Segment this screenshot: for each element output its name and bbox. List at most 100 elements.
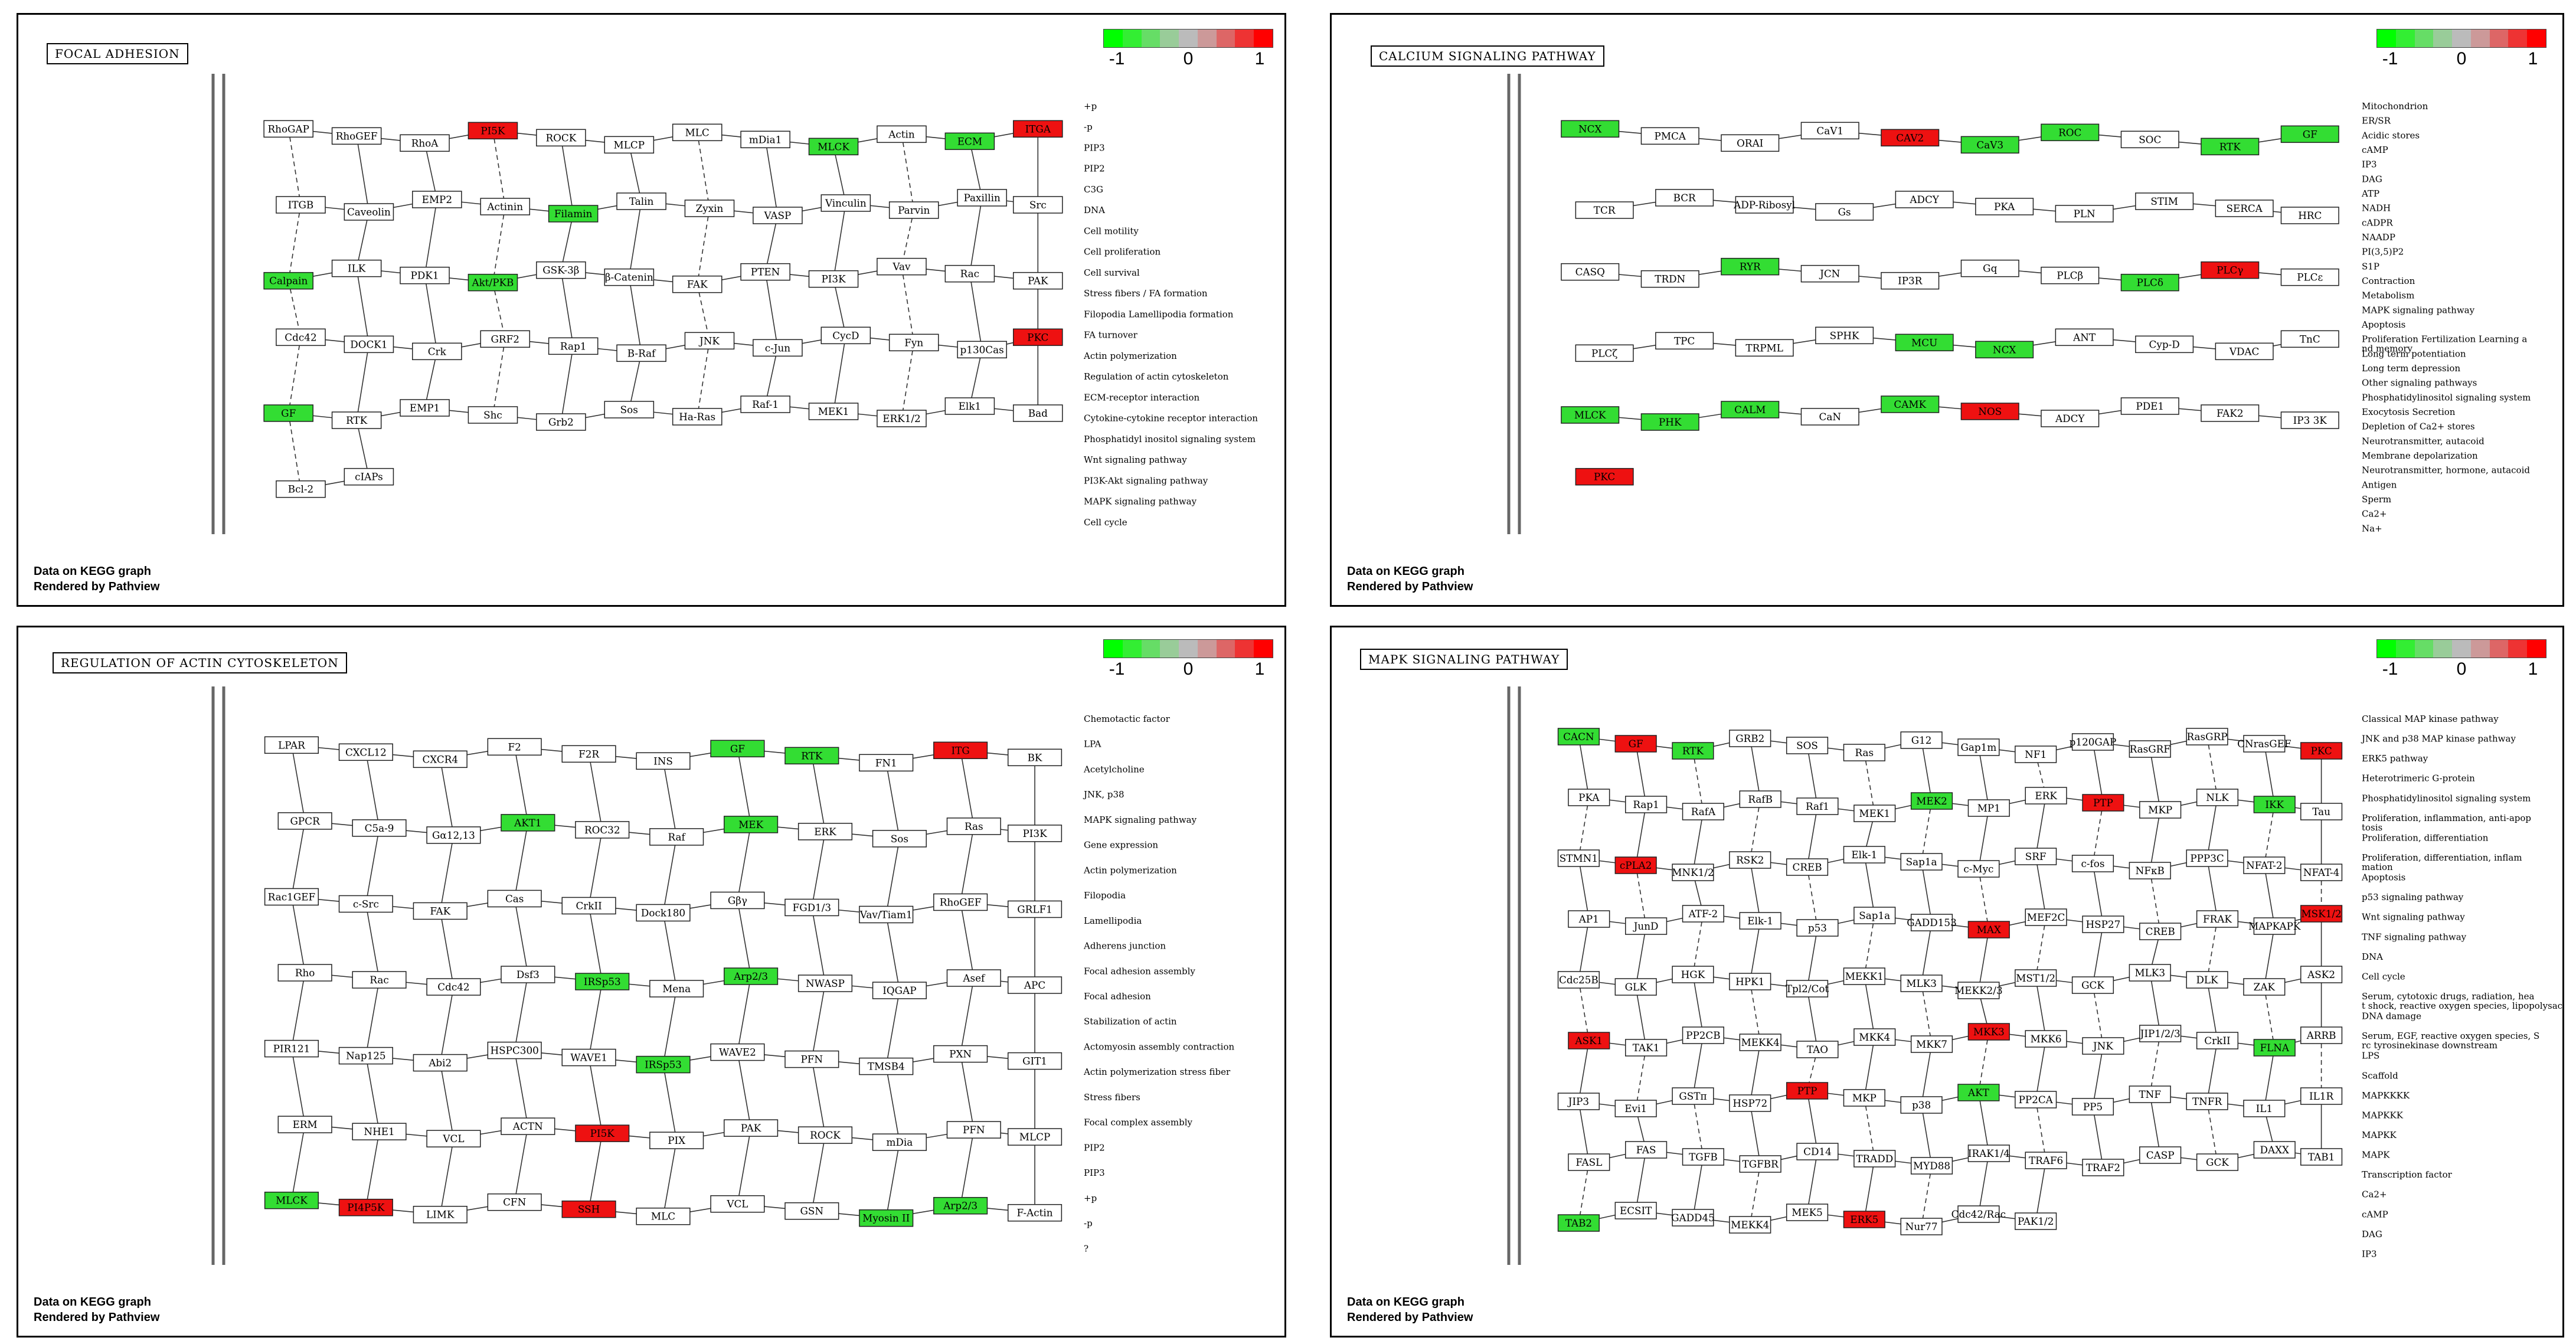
- legend-swatch: [1160, 30, 1179, 47]
- node-trpml: TRPML: [1735, 339, 1794, 357]
- edge-arrow: [2092, 1045, 2104, 1107]
- node-cpla2: cPLA2: [1614, 856, 1657, 874]
- edge-arrow: [811, 983, 826, 1059]
- edge-arrow: [662, 1140, 677, 1217]
- svg-text:Myosin II: Myosin II: [862, 1212, 910, 1224]
- edge-arrow: [439, 835, 455, 911]
- legend-swatch: [2508, 640, 2528, 658]
- svg-text:ERK5: ERK5: [1850, 1214, 1878, 1225]
- svg-text:Grb2: Grb2: [548, 416, 574, 428]
- node-mlc: MLC: [636, 1207, 691, 1225]
- color-legend: -1 0 1: [1103, 29, 1273, 68]
- svg-text:Zyxin: Zyxin: [696, 202, 724, 214]
- edge-arrow: [2206, 1040, 2218, 1102]
- legend-swatch: [1122, 30, 1142, 47]
- edge-arrow: [2149, 1033, 2161, 1095]
- node-jund: JunD: [1625, 917, 1668, 935]
- node-pka: PKA: [1975, 198, 2034, 215]
- color-legend: -1 0 1: [2376, 639, 2546, 679]
- pathway-label: PI3K-Akt signaling pathway: [1084, 475, 1208, 486]
- legend-tick-min: -1: [1109, 659, 1125, 679]
- pathway-label: Phosphatidylinositol signaling system: [2362, 793, 2531, 803]
- node-bcr: BCR: [1655, 189, 1714, 207]
- node-pi5k: PI5K: [575, 1124, 630, 1142]
- edge-arrow: [1749, 859, 1761, 921]
- svg-text:PAK: PAK: [741, 1122, 761, 1134]
- svg-text:p53: p53: [1808, 922, 1827, 934]
- edge-arrow: [424, 351, 438, 408]
- node-pxn: PXN: [933, 1045, 988, 1063]
- node-rtk: RTK: [784, 747, 839, 765]
- svg-text:GLK: GLK: [1625, 981, 1647, 993]
- svg-text:HGK: HGK: [1681, 969, 1705, 980]
- pathway-label: +p: [1084, 1193, 1097, 1204]
- node-ras: Ras: [946, 817, 1001, 835]
- svg-text:GCK: GCK: [2206, 1156, 2229, 1168]
- svg-text:SRF: SRF: [2025, 851, 2047, 862]
- svg-text:HSP27: HSP27: [2085, 918, 2120, 930]
- legend-swatch: [1141, 640, 1160, 658]
- node-ssh: SSH: [561, 1200, 616, 1218]
- node-mkk3: MKK3: [1967, 1023, 2010, 1041]
- pathway-label: FA turnover: [1084, 330, 1138, 341]
- svg-text:Sos: Sos: [891, 833, 908, 845]
- edge-arrow: [1864, 976, 1875, 1038]
- edge-arrow: [356, 420, 370, 477]
- edge-arrow: [356, 211, 370, 269]
- svg-text:B-Raf: B-Raf: [627, 347, 656, 359]
- node-cdc42: Cdc42: [426, 978, 481, 996]
- svg-text:c-Src: c-Src: [353, 898, 379, 910]
- pathway-label: IP3: [2362, 1248, 2377, 1259]
- edge-arrow: [1692, 811, 1704, 873]
- node-pp2cb: PP2CB: [1682, 1026, 1724, 1044]
- node-sphk: SPHK: [1815, 326, 1874, 345]
- node-rac1gef: Rac1GEF: [264, 888, 319, 906]
- node-ptp: PTP: [1786, 1082, 1829, 1100]
- edge-arrow: [2035, 1099, 2047, 1161]
- node-hgk: HGK: [1672, 966, 1714, 983]
- node-mlk3: MLK3: [2129, 964, 2171, 982]
- svg-text:CNrasGEF: CNrasGEF: [2237, 738, 2291, 750]
- edge-arrow: [291, 745, 306, 821]
- node-pp2ca: PP2CA: [2015, 1091, 2057, 1108]
- pathway-label: Cell cycle: [1084, 517, 1127, 528]
- svg-text:FRAK: FRAK: [2203, 913, 2232, 925]
- node-vasp: VASP: [753, 207, 803, 224]
- node-fn1: FN1: [859, 754, 914, 772]
- node-itgb: ITGB: [276, 196, 326, 214]
- pathway-label: Actin polymerization: [1083, 865, 1177, 875]
- edge-arrow: [901, 266, 915, 343]
- svg-text:ERM: ERM: [293, 1119, 318, 1130]
- svg-text:IL1: IL1: [2256, 1103, 2273, 1114]
- svg-text:Talin: Talin: [629, 195, 654, 207]
- svg-text:FN1: FN1: [875, 757, 897, 769]
- pathway-label: MAPKK: [2362, 1130, 2397, 1140]
- svg-text:Rap1: Rap1: [560, 340, 586, 352]
- edge-arrow: [1806, 1090, 1818, 1152]
- svg-text:EMP1: EMP1: [410, 402, 440, 414]
- node-gf: GF: [263, 404, 314, 422]
- node-tao: TAO: [1796, 1041, 1839, 1058]
- svg-text:RhoA: RhoA: [411, 137, 439, 149]
- pathway-label: C3G: [1084, 184, 1103, 195]
- node-mdia1: mDia1: [740, 130, 790, 149]
- node-gsn: GSN: [784, 1202, 839, 1220]
- edge-arrow: [287, 280, 302, 338]
- legend-swatch: [1197, 30, 1217, 47]
- svg-text:TAB2: TAB2: [1565, 1217, 1592, 1229]
- node-cxcr4: CXCR4: [413, 750, 468, 769]
- pathway-label: Cell motility: [1084, 225, 1139, 236]
- edge-arrow: [439, 759, 455, 835]
- svg-text:p130Cas: p130Cas: [960, 344, 1004, 355]
- node-adcy: ADCY: [2041, 410, 2100, 427]
- node-cdc42: Cdc42: [276, 328, 326, 346]
- node-tnfr: TNFR: [2186, 1093, 2228, 1110]
- pathway-label: Chemotactic factor: [1084, 714, 1171, 724]
- node-irak1-4: IRAK1/4: [1967, 1144, 2010, 1162]
- footer-line1: Data on KEGG graph: [1347, 1296, 1464, 1309]
- svg-text:ZAK: ZAK: [2254, 981, 2276, 993]
- edge-arrow: [737, 976, 751, 1052]
- node-ras: Ras: [1843, 744, 1885, 761]
